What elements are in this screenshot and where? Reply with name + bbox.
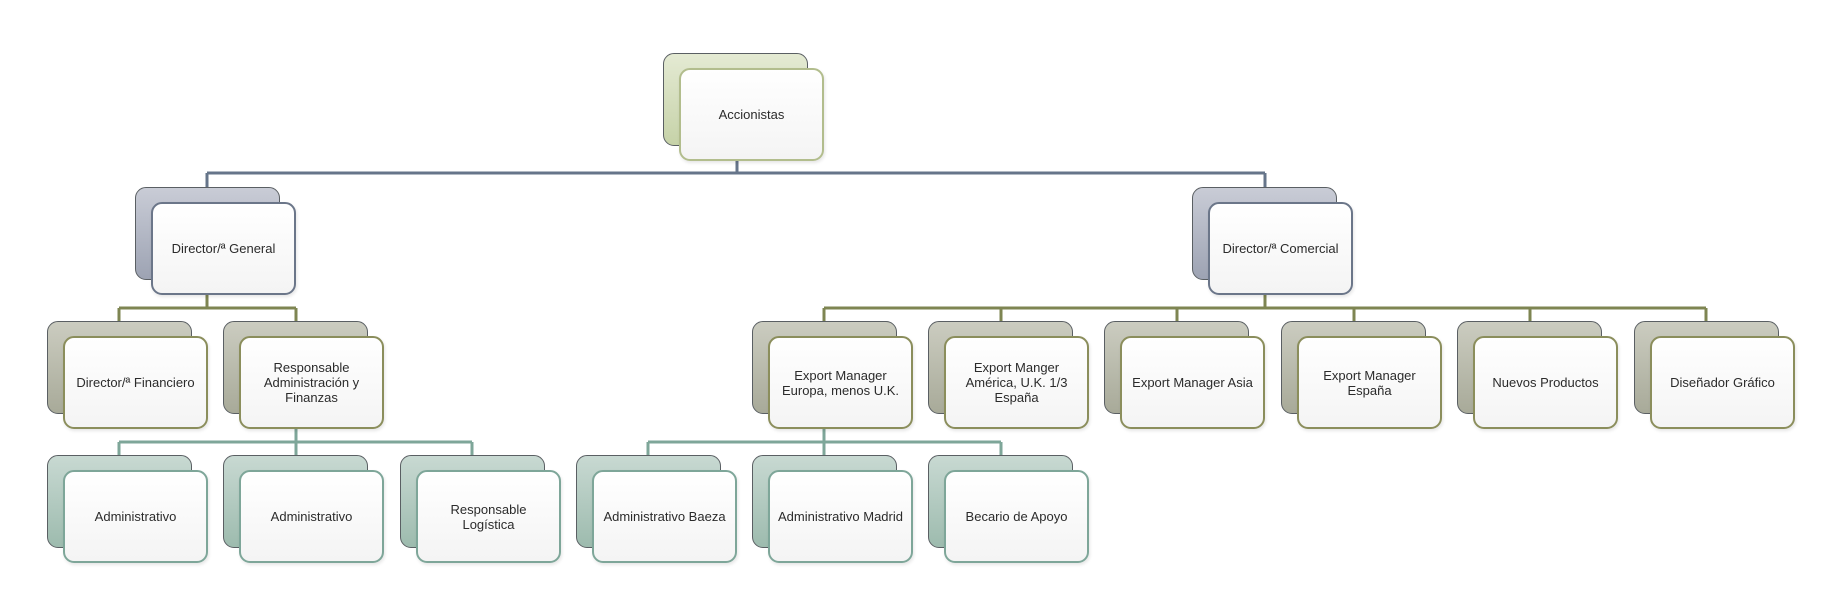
node-nuevos-productos[interactable]: Nuevos Productos bbox=[1457, 321, 1621, 429]
node-export-espana[interactable]: Export Manager España bbox=[1281, 321, 1445, 429]
node-label: Becario de Apoyo bbox=[965, 509, 1068, 524]
node-label: Responsable Logística bbox=[450, 501, 527, 532]
node-label: Administrativo bbox=[270, 509, 353, 524]
node-administrativo-1[interactable]: Administrativo bbox=[47, 455, 211, 563]
node-label: Accionistas bbox=[718, 107, 785, 122]
node-export-asia[interactable]: Export Manager Asia bbox=[1104, 321, 1268, 429]
node-director-general[interactable]: Director/ª General bbox=[135, 187, 299, 295]
node-label: Diseñador Gráfico bbox=[1670, 375, 1775, 390]
node-label: Director/ª Comercial bbox=[1222, 241, 1339, 256]
node-label: Export Manager Asia bbox=[1132, 375, 1253, 390]
node-becario-apoyo[interactable]: Becario de Apoyo bbox=[928, 455, 1092, 563]
node-label: Director/ª General bbox=[171, 241, 276, 256]
node-label: Administrativo Madrid bbox=[778, 509, 903, 524]
node-label: Administrativo bbox=[94, 509, 177, 524]
node-administrativo-2[interactable]: Administrativo bbox=[223, 455, 387, 563]
node-administrativo-madrid[interactable]: Administrativo Madrid bbox=[752, 455, 916, 563]
node-responsable-administracion[interactable]: Responsable Administración y Finanzas bbox=[223, 321, 387, 429]
node-label: Administrativo Baeza bbox=[603, 509, 726, 524]
node-accionistas[interactable]: Accionistas bbox=[663, 53, 827, 161]
node-label: Export Manger América, U.K. 1/3 España bbox=[965, 360, 1068, 405]
node-director-financiero[interactable]: Director/ª Financiero bbox=[47, 321, 211, 429]
node-director-comercial[interactable]: Director/ª Comercial bbox=[1192, 187, 1356, 295]
node-label: Nuevos Productos bbox=[1492, 375, 1599, 390]
node-export-europa[interactable]: Export Manager Europa, menos U.K. bbox=[752, 321, 916, 429]
node-disenador-grafico[interactable]: Diseñador Gráfico bbox=[1634, 321, 1798, 429]
node-label: Responsable Administración y Finanzas bbox=[263, 360, 360, 405]
node-label: Export Manager Europa, menos U.K. bbox=[781, 367, 900, 398]
node-label: Export Manager España bbox=[1323, 367, 1416, 398]
node-administrativo-baeza[interactable]: Administrativo Baeza bbox=[576, 455, 740, 563]
node-export-america[interactable]: Export Manger América, U.K. 1/3 España bbox=[928, 321, 1092, 429]
node-responsable-logistica[interactable]: Responsable Logística bbox=[400, 455, 564, 563]
node-label: Director/ª Financiero bbox=[76, 375, 195, 390]
